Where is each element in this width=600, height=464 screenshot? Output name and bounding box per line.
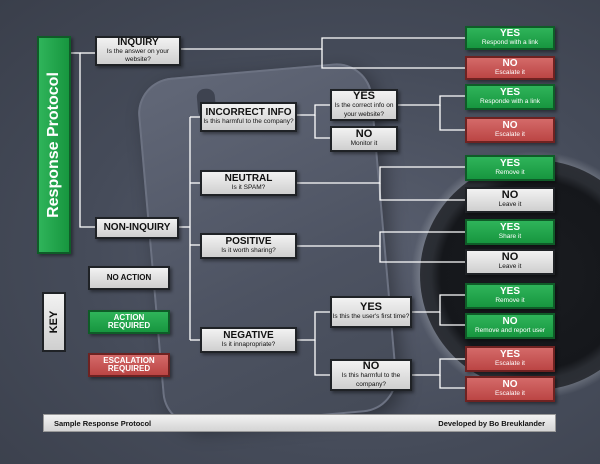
node-neutral-yes: YES Remove it (465, 155, 555, 181)
node-positive-yes: YES Share it (465, 219, 555, 245)
node-negative-question: Is it innapropriate? (221, 340, 276, 348)
node-inquiry-no-action: Escalate it (495, 68, 525, 76)
node-inquiry-question: Is the answer on your website? (106, 47, 170, 63)
node-incorrect-yes-question: Is the correct info on your website? (334, 102, 394, 118)
node-incorrect-info-title: INCORRECT INFO (205, 106, 292, 118)
node-negative-no-no: NO Escalate it (465, 376, 555, 402)
node-inquiry-yes: YES Respond with a link (465, 26, 555, 50)
key-action-required-label: ACTION REQUIRED (107, 313, 151, 330)
key-action-required: ACTION REQUIRED (88, 310, 170, 334)
node-neutral-no-title: NO (501, 189, 519, 202)
title-banner: Response Protocol (37, 36, 71, 254)
node-negative-yes-question: Is this the user's first time? (332, 313, 410, 321)
node-incorrect-info: INCORRECT INFO Is this harmful to the co… (200, 102, 297, 132)
key-no-action-label: NO ACTION (106, 273, 152, 282)
diagram-title: Response Protocol (45, 72, 62, 218)
node-inquiry-no-title: NO (502, 57, 518, 69)
node-inquiry-yes-action: Respond with a link (481, 38, 539, 46)
node-negative-no-no-title: NO (502, 378, 518, 390)
footer-right-text: Developed by Bo Breuklander (438, 418, 545, 428)
node-incorrect-yes-no-action: Escalate it (495, 130, 525, 138)
node-incorrect-yes-yes: YES Responde with a link (465, 84, 555, 110)
node-negative-yes-no-title: NO (502, 315, 518, 327)
node-incorrect-yes-no-title: NO (502, 119, 518, 131)
node-negative-no-yes-action: Escalate it (495, 359, 525, 367)
key-label: KEY (48, 310, 60, 334)
node-incorrect-yes-no: NO Escalate it (465, 117, 555, 143)
node-neutral: NEUTRAL Is it SPAM? (200, 170, 297, 196)
node-negative-yes-yes: YES Remove it (465, 283, 555, 309)
node-inquiry-yes-title: YES (499, 27, 520, 39)
node-positive: POSITIVE Is it worth sharing? (200, 233, 297, 259)
node-incorrect-yes-title: YES (352, 90, 375, 103)
node-negative-yes-no: NO Remove and report user (465, 313, 555, 339)
node-negative-yes-yes-title: YES (499, 285, 520, 297)
node-negative-no-yes-title: YES (499, 348, 520, 360)
node-positive-yes-title: YES (499, 221, 520, 233)
key-escalation-required-label: ESCALATION REQUIRED (103, 356, 155, 373)
node-negative-yes-no-action: Remove and report user (474, 326, 546, 334)
node-inquiry-title: INQUIRY (117, 36, 159, 48)
node-incorrect-yes: YES Is the correct info on your website? (330, 89, 398, 121)
node-neutral-yes-action: Remove it (495, 168, 525, 176)
node-negative-no-question: Is this harmful to the company? (341, 372, 401, 388)
node-negative-title: NEGATIVE (223, 329, 274, 341)
node-positive-question: Is it worth sharing? (221, 246, 276, 254)
node-neutral-no: NO Leave it (465, 187, 555, 213)
node-positive-no-title: NO (501, 251, 519, 264)
node-negative-yes: YES Is this the user's first time? (330, 296, 412, 328)
node-neutral-yes-title: YES (499, 157, 520, 169)
node-negative: NEGATIVE Is it innapropriate? (200, 327, 297, 353)
key-no-action: NO ACTION (88, 266, 170, 290)
node-incorrect-no-title: NO (355, 128, 373, 141)
node-non-inquiry: NON-INQUIRY (95, 217, 179, 239)
node-non-inquiry-title: NON-INQUIRY (103, 222, 171, 233)
node-incorrect-yes-yes-action: Responde with a link (480, 97, 540, 105)
node-positive-yes-action: Share it (498, 232, 522, 240)
node-incorrect-yes-yes-title: YES (499, 86, 520, 98)
node-incorrect-info-question: Is this harmful to the company? (203, 117, 294, 125)
node-positive-no: NO Leave it (465, 249, 555, 275)
node-incorrect-no: NO Monitor it (330, 126, 398, 152)
node-negative-no-title: NO (362, 360, 380, 373)
footer-left-text: Sample Response Protocol (54, 418, 152, 428)
node-negative-yes-yes-action: Remove it (495, 296, 525, 304)
node-neutral-title: NEUTRAL (224, 172, 273, 184)
key-escalation-required: ESCALATION REQUIRED (88, 353, 170, 377)
node-neutral-no-action: Leave it (498, 201, 522, 209)
key-label-box: KEY (42, 292, 66, 352)
footer-bar: Sample Response Protocol Developed by Bo… (43, 414, 556, 432)
node-negative-no-yes: YES Escalate it (465, 346, 555, 372)
node-positive-no-action: Leave it (498, 263, 522, 271)
node-negative-no: NO Is this harmful to the company? (330, 359, 412, 391)
node-incorrect-no-action: Monitor it (350, 140, 378, 148)
node-inquiry: INQUIRY Is the answer on your website? (95, 36, 181, 66)
node-positive-title: POSITIVE (225, 235, 272, 247)
node-negative-no-no-action: Escalate it (495, 389, 525, 397)
node-inquiry-no: NO Escalate it (465, 56, 555, 80)
node-neutral-question: Is it SPAM? (231, 183, 266, 191)
node-negative-yes-title: YES (359, 301, 382, 314)
